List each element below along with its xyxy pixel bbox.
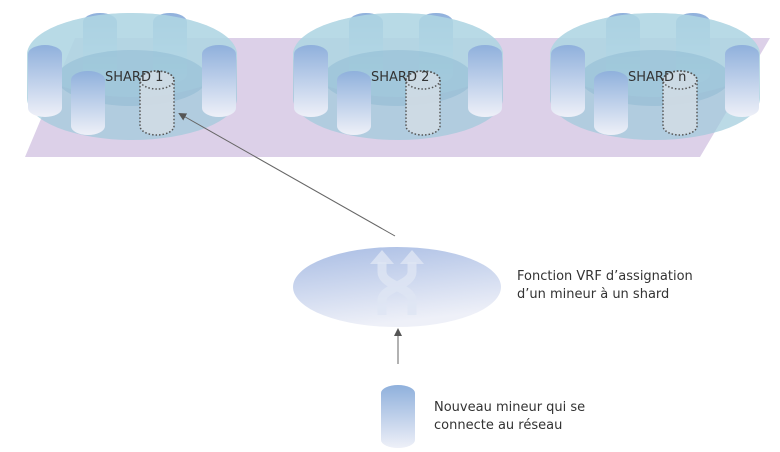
pending-node-top — [405, 70, 441, 90]
shard-label: SHARD 1 — [105, 70, 164, 85]
miner-label-line1: Nouveau mineur qui se — [434, 400, 586, 415]
node-cylinder — [337, 71, 371, 135]
node-cylinder — [551, 45, 585, 117]
node-cylinder — [294, 45, 328, 117]
miner-label-line2: connecte au réseau — [434, 418, 563, 433]
pending-node-cylinder — [139, 70, 175, 136]
shuffle-icon — [377, 262, 417, 315]
shuffle-arrowheads — [370, 250, 424, 264]
shard-2 — [293, 13, 503, 140]
vrf-label: Fonction VRF d’assignation d’un mineur à… — [517, 268, 693, 304]
vrf-label-line1: Fonction VRF d’assignation — [517, 269, 693, 284]
pending-node-top — [139, 70, 175, 90]
node-cylinder — [202, 45, 236, 117]
shard-1 — [27, 13, 237, 140]
node-cylinder — [468, 45, 502, 117]
pending-node-cylinder — [662, 70, 698, 136]
shard-label: SHARD n — [628, 70, 687, 85]
node-cylinder — [71, 71, 105, 135]
node-cylinder — [594, 71, 628, 135]
node-cylinder — [28, 45, 62, 117]
new-miner-cylinder — [381, 385, 415, 448]
node-cylinder — [725, 45, 759, 117]
pending-node-top — [662, 70, 698, 90]
shard-3 — [550, 13, 760, 140]
assignment-arrow — [178, 113, 396, 237]
miner-label: Nouveau mineur qui se connecte au réseau — [434, 399, 585, 435]
shard-label: SHARD 2 — [371, 70, 430, 85]
pending-node-cylinder — [405, 70, 441, 136]
vrf-label-line2: d’un mineur à un shard — [517, 287, 670, 302]
